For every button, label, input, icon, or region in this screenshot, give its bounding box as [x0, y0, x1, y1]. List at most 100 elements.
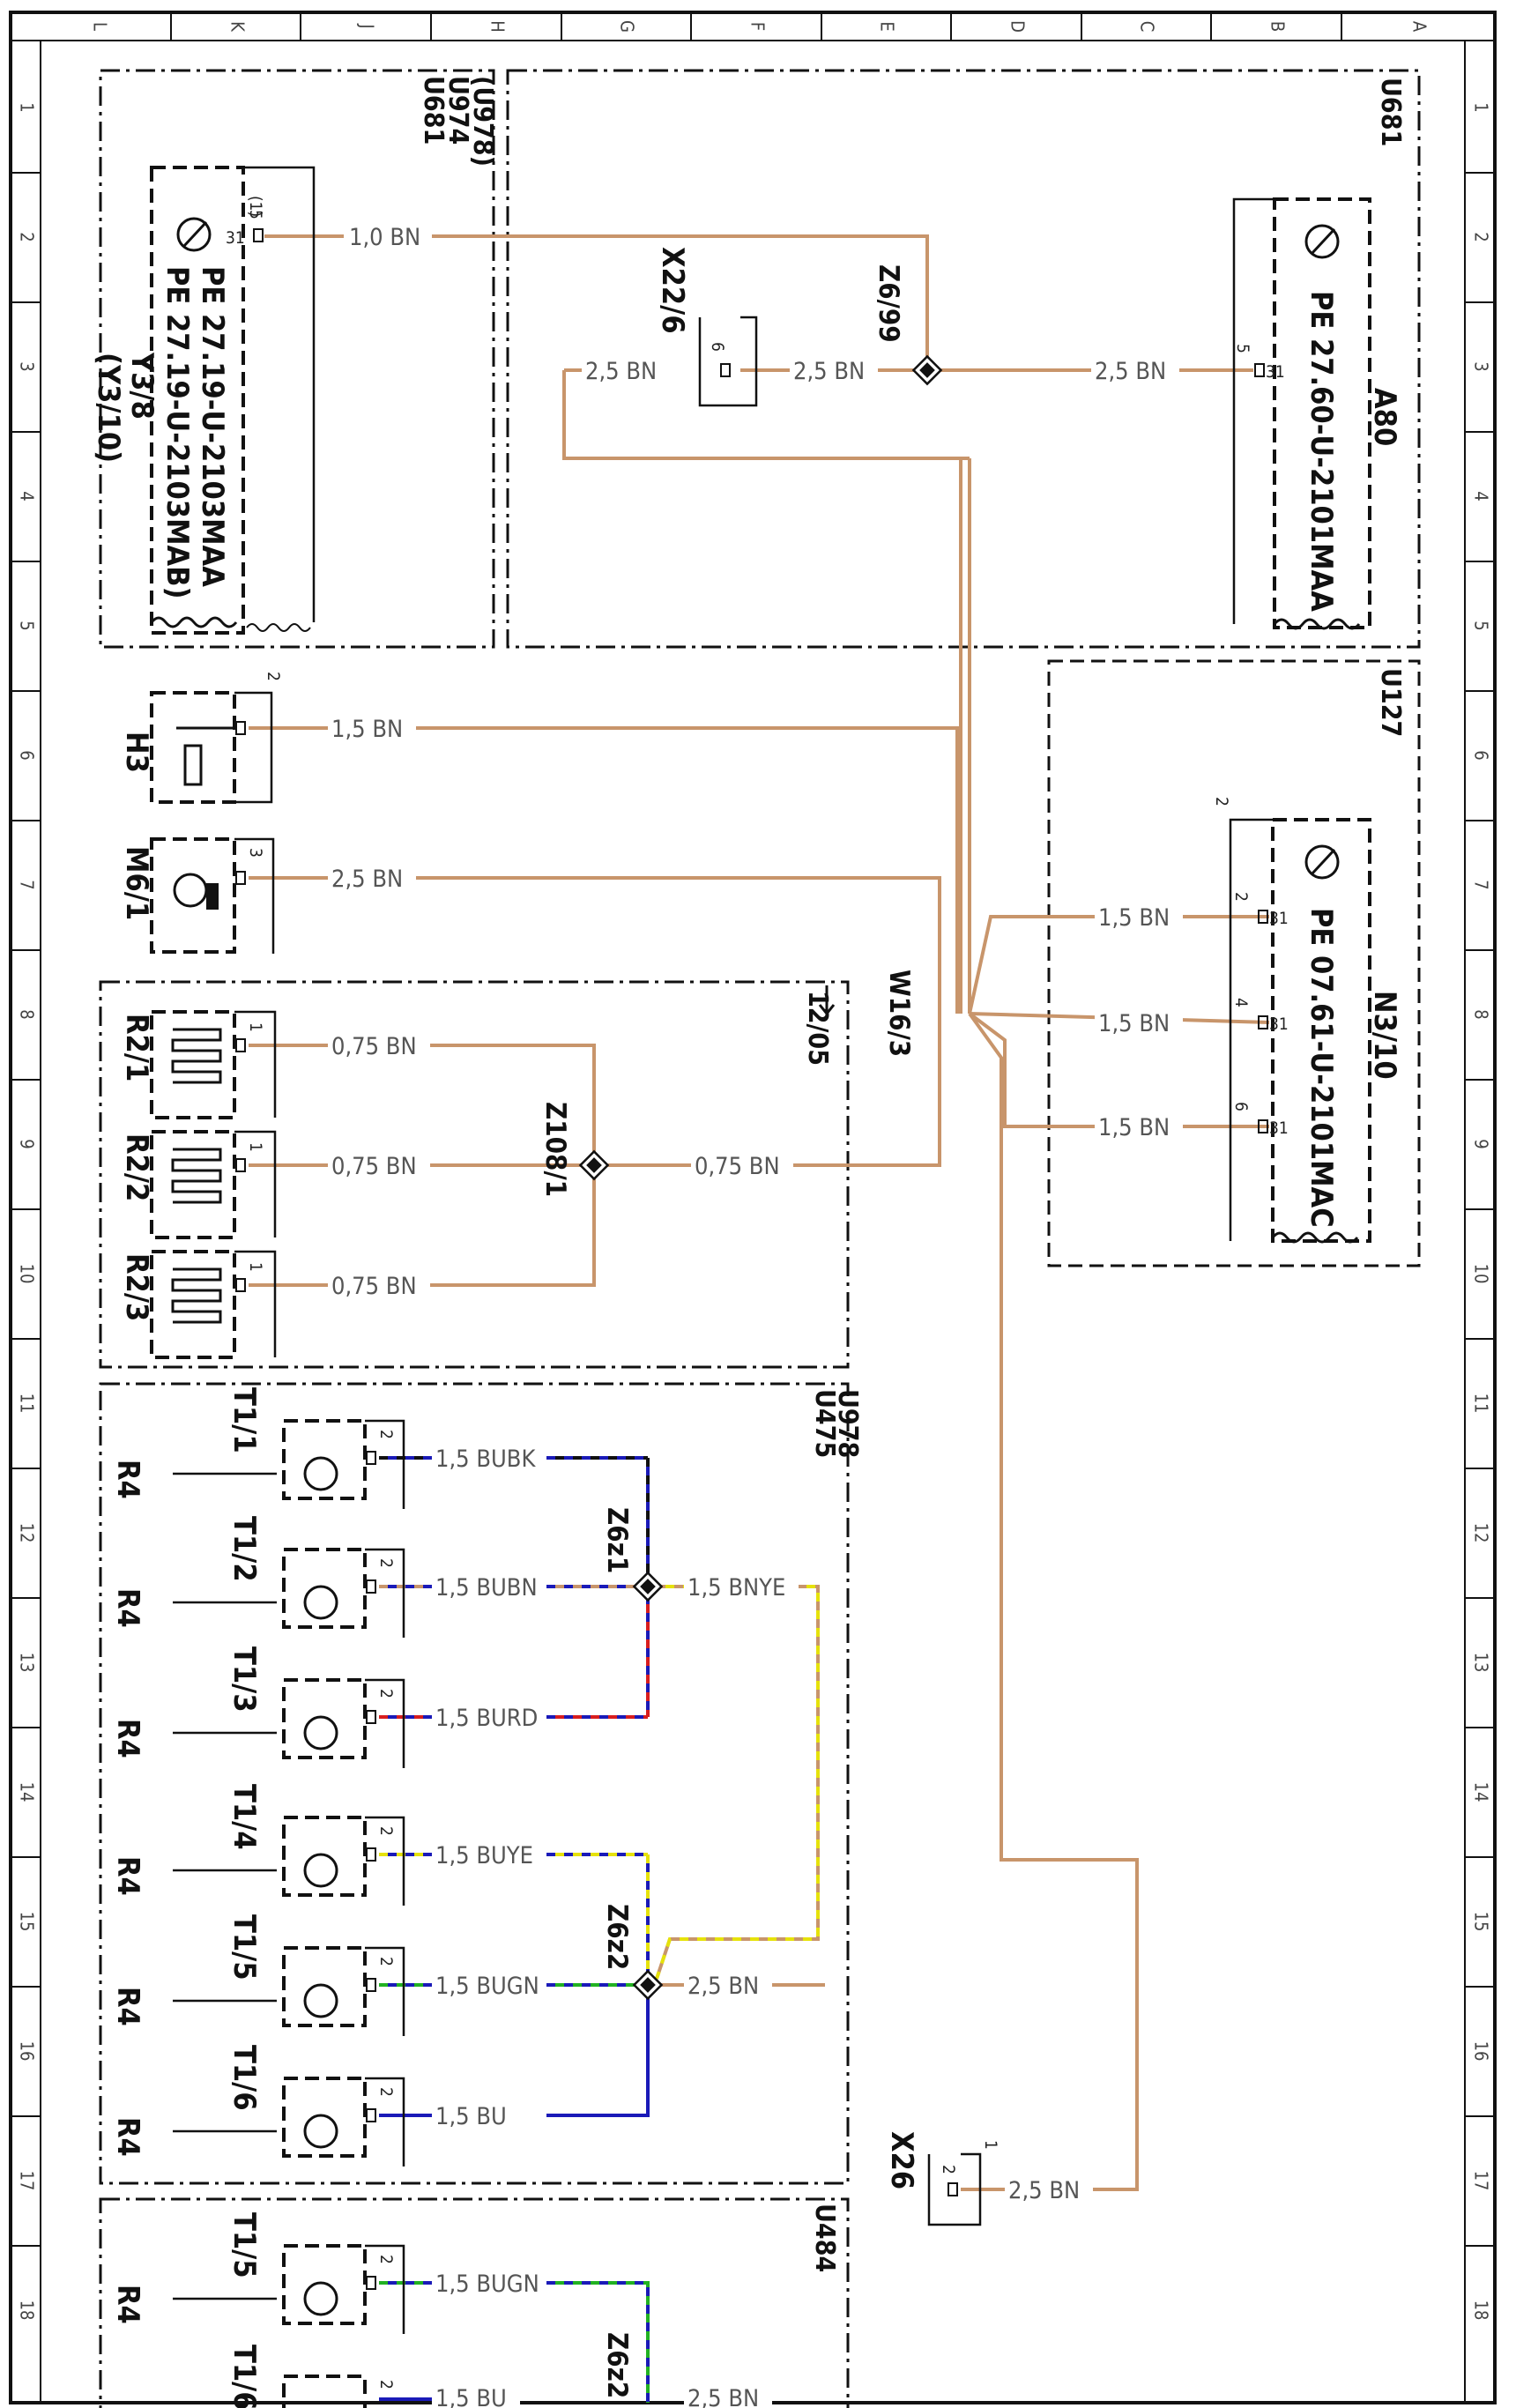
splice-labels: Z6/99 Z108/1 Z6z1 Z6z2 Z6z2 W16/3	[539, 264, 915, 2398]
box-1205	[99, 980, 850, 1369]
w163-label: W16/3	[883, 970, 915, 1057]
wire-t11: 1,5 BUBK	[435, 1446, 536, 1473]
heater-icon	[171, 1028, 222, 1084]
sensor-icon	[303, 1585, 338, 1620]
pin-icon	[948, 2182, 958, 2196]
col-label: K	[227, 21, 249, 33]
col-label: H	[487, 20, 509, 33]
x26-pin2: 1	[981, 2140, 1000, 2150]
sensor-t15: 2 T1/5 R4	[110, 1914, 405, 2036]
row-label: 16	[1471, 2041, 1492, 2062]
r21-pin: 1	[246, 1022, 265, 1032]
row-label: 1	[1471, 102, 1492, 112]
col-label: J	[357, 23, 378, 28]
row-label: 9	[17, 1139, 38, 1148]
n310-pinnum3: 6	[1231, 1102, 1251, 1111]
y38-name: Y3/8	[124, 352, 160, 420]
pin-icon	[366, 1710, 376, 1724]
sensor-icon	[1304, 224, 1340, 259]
wire-h3: 1,5 BN	[331, 716, 403, 743]
n310-note: 2	[1212, 797, 1231, 806]
n310-pin2: 31	[1269, 1014, 1289, 1034]
x26-name: X26	[884, 2131, 919, 2189]
sensor-icon	[303, 2114, 338, 2149]
row-label: 10	[17, 1264, 38, 1284]
pin-icon	[1258, 1015, 1268, 1029]
wire-t12: 1,5 BUBN	[435, 1574, 538, 1602]
row-label: 3	[17, 361, 38, 371]
wire-n310-3: 1,5 BN	[1098, 1114, 1170, 1141]
row-label: 6	[1471, 750, 1492, 760]
row-label: 16	[17, 2041, 38, 2062]
a80-pinnum: 5	[1233, 344, 1252, 353]
pin-icon	[1258, 910, 1268, 924]
row-label: 8	[1471, 1009, 1492, 1019]
z6z2b-label: Z6z2	[601, 2332, 633, 2398]
pin-icon	[366, 2108, 376, 2122]
z699-label: Z6/99	[873, 264, 904, 343]
pin-icon	[366, 1847, 376, 1862]
pin-icon	[235, 1038, 246, 1052]
arrow-icon	[818, 985, 836, 1016]
n310-part: PE 07.61-U-2101MAC	[1304, 908, 1339, 1228]
r23-name: R2/3	[119, 1253, 154, 1321]
heater-icon	[171, 1148, 222, 1204]
component-m61: 3 M6/1	[119, 837, 275, 954]
box-labels: U681 U974 (U978) U681 U127 12/05 U475 U9…	[418, 76, 1406, 2272]
t11-r4: R4	[110, 1460, 145, 1499]
col-label: A	[1409, 21, 1431, 33]
row-label: 10	[1471, 1264, 1492, 1284]
y38-part1: PE 27.19-U-2103MAA	[195, 266, 230, 587]
col-label: L	[90, 22, 111, 31]
t13-name: T1/3	[227, 1646, 262, 1713]
t13-r4: R4	[110, 1719, 145, 1758]
row-label: 15	[1471, 1912, 1492, 1932]
box-label-u127: U127	[1375, 668, 1406, 737]
wire-t14: 1,5 BUYE	[435, 1842, 533, 1869]
row-label: 1	[17, 102, 38, 112]
splice-z6z1	[632, 1571, 664, 1602]
m61-name: M6/1	[119, 846, 154, 920]
component-x226: 6 X22/6	[655, 247, 758, 407]
row-label: 9	[1471, 1139, 1492, 1148]
pin-icon	[366, 1451, 376, 1465]
wire-t16b: 1,5 BU	[435, 2385, 507, 2408]
component-a80: 31 5 PE 27.60-U-2101MAA A80	[1232, 197, 1402, 630]
lamp-icon	[183, 744, 203, 786]
t12-r4: R4	[110, 1588, 145, 1628]
motor-icon	[173, 873, 208, 908]
n310-pinnum2: 4	[1231, 998, 1251, 1007]
y38-pinnum: 5	[246, 210, 265, 219]
row-label: 4	[17, 491, 38, 501]
row-label: 14	[1471, 1782, 1492, 1802]
t14-r4: R4	[110, 1856, 145, 1896]
wire-t16: 1,5 BU	[435, 2103, 507, 2130]
a80-pin: 31	[1266, 362, 1285, 382]
row-label: 12	[17, 1523, 38, 1543]
wire-t15b: 1,5 BUGN	[435, 2271, 539, 2298]
row-label: 11	[17, 1394, 38, 1414]
splice-z1081	[578, 1149, 610, 1181]
x226-pin: 6	[708, 342, 727, 352]
wire-z6z2: 2,5 BN	[687, 1973, 759, 2000]
sensor-icon	[303, 1715, 338, 1750]
row-label: 13	[17, 1653, 38, 1673]
component-r21: 1 R2/1	[119, 1010, 277, 1119]
h3-name: H3	[119, 732, 154, 773]
box-u681-right	[506, 69, 1421, 649]
box-label-u484: U484	[809, 2204, 840, 2272]
r21-name: R2/1	[119, 1014, 154, 1081]
wire-t15: 1,5 BUGN	[435, 1973, 539, 2000]
t16b-pin: 2	[376, 2380, 396, 2389]
t16-name: T1/6	[227, 2045, 262, 2111]
wire-t13: 1,5 BURD	[435, 1705, 538, 1732]
wire-x26: 2,5 BN	[1008, 2177, 1080, 2204]
component-r23: 1 R2/3	[119, 1250, 277, 1359]
sensor-t12: 2 T1/2 R4	[110, 1516, 405, 1638]
n310-pinnum1: 2	[1231, 892, 1251, 902]
box-label-u681: U681	[418, 76, 449, 145]
r22-pin: 1	[246, 1142, 265, 1152]
t16-pin: 2	[376, 2087, 396, 2097]
sensor-icon	[303, 1983, 338, 2018]
wire-r21: 0,75 BN	[331, 1033, 417, 1060]
